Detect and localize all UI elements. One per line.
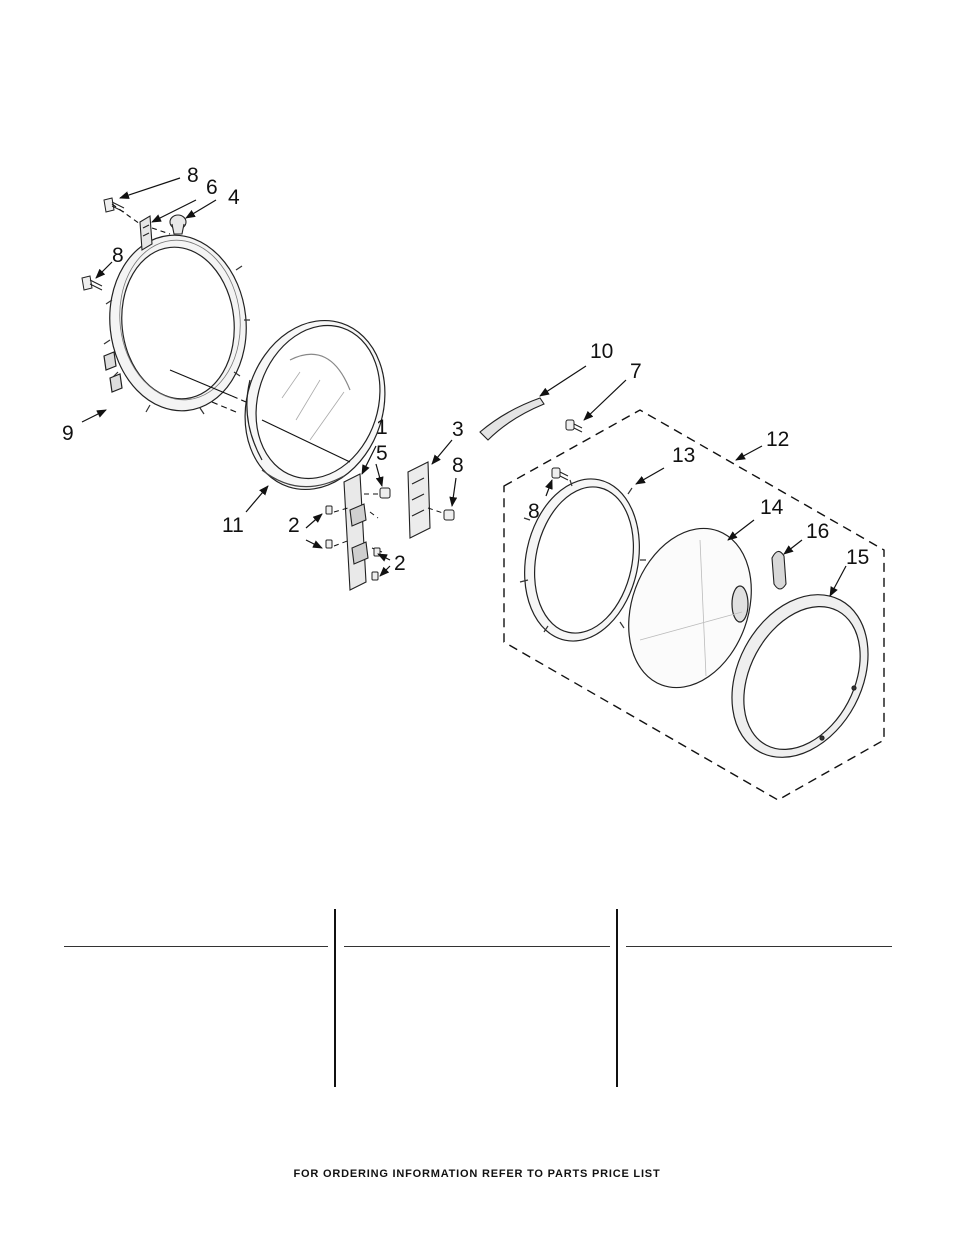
push-fastener (169, 214, 187, 235)
callout-7: 7 (630, 360, 642, 383)
table-rule-col1 (64, 946, 328, 947)
callout-10: 10 (590, 340, 613, 363)
callout-8-top: 8 (187, 164, 199, 187)
callout-9: 9 (62, 422, 74, 445)
callout-14: 14 (760, 496, 784, 519)
callout-8-left: 8 (112, 244, 124, 267)
table-divider-2 (616, 909, 618, 1087)
outer-door-ring (519, 478, 646, 642)
hinge-dashes (333, 493, 447, 553)
hinge-plate (407, 461, 431, 539)
callout-5: 5 (376, 442, 388, 465)
door-hinge (343, 473, 369, 591)
callout-2-left: 2 (288, 514, 300, 537)
callout-3: 3 (452, 418, 464, 441)
handle-screw (565, 419, 583, 433)
outer-door-assembly-outline (503, 409, 885, 801)
screw-outer-assembly (551, 467, 569, 481)
inner-door-ring (103, 234, 250, 415)
callout-8-hinge: 8 (452, 454, 464, 477)
callout-6: 6 (206, 176, 218, 199)
latch-bracket (139, 215, 153, 251)
callout-1: 1 (376, 416, 388, 439)
outer-door-glass (628, 527, 752, 689)
callout-16: 16 (806, 520, 829, 543)
outer-trim-ring (731, 594, 869, 758)
callout-2-right: 2 (394, 552, 406, 575)
screw-mid-left (81, 275, 103, 291)
callout-4: 4 (228, 186, 240, 209)
callout-12: 12 (766, 428, 789, 451)
table-rule-col3 (626, 946, 892, 947)
ordering-info-footer: FOR ORDERING INFORMATION REFER TO PARTS … (293, 1168, 661, 1180)
screw-top-left (103, 197, 125, 213)
table-divider-1 (334, 909, 336, 1087)
door-handle (479, 397, 545, 441)
callout-13: 13 (672, 444, 695, 467)
callout-leaders (81, 177, 847, 597)
door-glass-bowl (244, 319, 386, 491)
callout-15: 15 (846, 546, 869, 569)
callout-11: 11 (222, 514, 244, 537)
callout-8-assembly: 8 (528, 500, 540, 523)
handle-insert (771, 550, 787, 590)
table-rule-col2 (344, 946, 610, 947)
assembly-centerlines (111, 203, 351, 463)
hinge-screws (325, 487, 455, 581)
